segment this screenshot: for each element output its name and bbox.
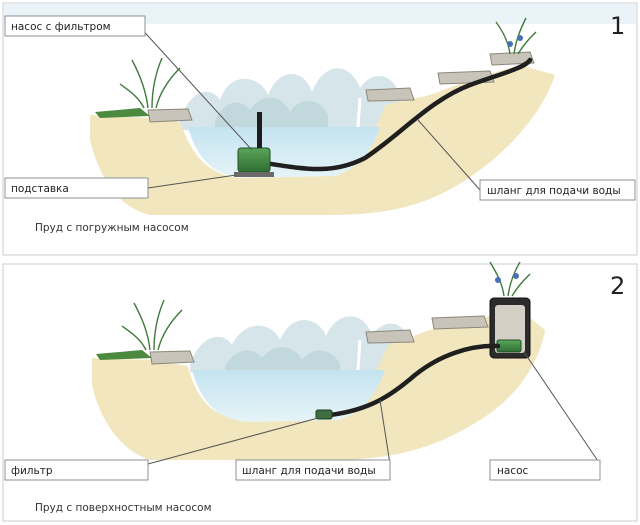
panel-1-label-box-stand <box>4 177 149 199</box>
panel-2-soil <box>92 310 545 460</box>
panel-1-leader-hose <box>417 119 481 191</box>
panel-2-leader-pump <box>523 351 601 465</box>
panel-1-pump-filter <box>237 147 271 173</box>
panel-1-reeds-left <box>119 57 181 109</box>
panel-1-stand <box>234 172 274 177</box>
panel-1-label-box-hose <box>479 179 636 201</box>
panel-1-hose <box>255 57 533 172</box>
panel-1-sky <box>4 4 636 24</box>
panel-1-label-box-pump <box>4 15 146 37</box>
panel-1-rock-3 <box>489 51 535 66</box>
panel-2-rock-2 <box>431 315 489 330</box>
panel-1-background-shrubs <box>215 97 328 128</box>
panel-1-flower-2 <box>517 35 523 41</box>
panel-2-grass-left <box>96 350 152 360</box>
panel-2-pump <box>496 339 522 353</box>
panel-2-caption: Пруд с поверхностным насосом <box>35 502 212 514</box>
panel-2-waterfall <box>356 339 362 371</box>
panel-2-flower <box>495 277 501 283</box>
panel-2-rock-1 <box>365 329 415 344</box>
panel-1-number: 1 <box>610 12 625 40</box>
panel-1-rock-left <box>147 108 193 123</box>
panel-2-flower-2 <box>513 273 519 279</box>
panel-2-label-box-hose <box>235 459 391 481</box>
panel-1-grass-left <box>95 108 150 118</box>
panel-1-border <box>2 2 638 256</box>
panel-2-label-filter: фильтр <box>11 465 53 477</box>
panel-2-border <box>2 263 638 522</box>
panel-2-leader-filter <box>147 417 319 465</box>
panel-1-fountain-pipe <box>257 112 262 148</box>
panel-1-reeds-right <box>495 17 537 55</box>
panel-2-water <box>192 370 385 422</box>
panel-1-caption: Пруд с погружным насосом <box>35 222 189 234</box>
panel-1-flower <box>507 41 513 47</box>
panel-1-leader-pump <box>137 24 253 151</box>
panel-2-label-box-pump <box>489 459 601 481</box>
panel-1-label-pump-filter: насос с фильтром <box>11 21 111 33</box>
panel-2-label-pump: насос <box>497 465 528 477</box>
panel-2-label-box-filter <box>4 459 149 481</box>
panel-1-label-hose: шланг для подачи воды <box>487 185 621 197</box>
panel-2-background-shrubs <box>225 347 340 372</box>
panel-2: фильтр шланг для подачи воды насос 2 Пру… <box>2 261 638 522</box>
panel-2-reeds-left <box>121 299 183 351</box>
panel-2-rock-left <box>149 350 195 365</box>
panel-2-filter <box>315 409 333 420</box>
panel-1-label-stand: подставка <box>11 183 69 195</box>
panel-2-label-hose: шланг для подачи воды <box>242 465 376 477</box>
panel-1: насос с фильтром подставка шланг для под… <box>2 2 638 256</box>
panel-1-leader-stand <box>147 174 237 189</box>
panel-2-number: 2 <box>610 272 625 300</box>
panel-2-leader-hose <box>379 399 391 465</box>
panel-2-hose <box>327 343 501 418</box>
panel-1-rock-1 <box>365 87 415 102</box>
panel-1-water <box>188 127 380 178</box>
panel-1-waterfall <box>356 97 362 128</box>
